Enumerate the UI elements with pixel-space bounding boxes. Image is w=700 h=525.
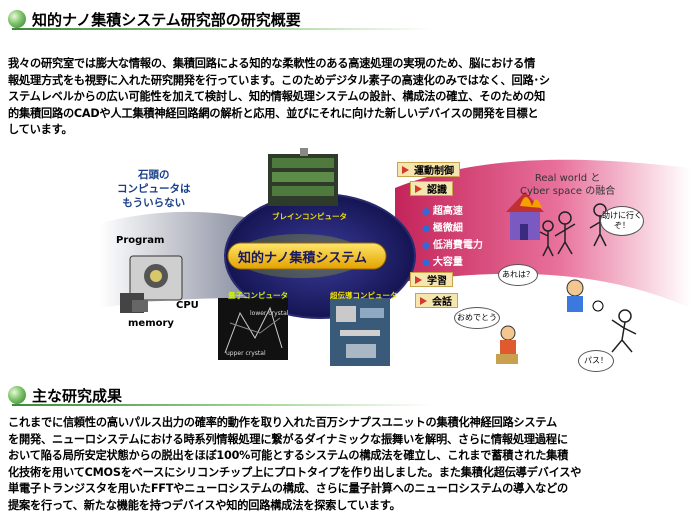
paragraph-line: 我々の研究室では膨大な情報の、集積回路による知的な柔軟性のある高速処理の実現のた… [8, 57, 536, 70]
heading-rule [12, 28, 432, 30]
omedetou-speech-bubble: おめでとう [454, 307, 500, 329]
heading-rule [12, 404, 432, 406]
lower-crystal-label: lower crystal [250, 310, 289, 317]
section-heading-overview: 知的ナノ集積システム研究部の研究概要 [8, 6, 432, 32]
central-pill [227, 242, 387, 270]
feature-item: 大容量 [422, 253, 463, 268]
cpu-chip-image [120, 255, 183, 313]
feature-item: 超高速 [422, 202, 463, 217]
paragraph-line: これまでに信頼性の高いパルス出力の確率的動作を取り入れた百万シナプスユニットの集… [8, 416, 558, 429]
paragraph-line: 単電子トランジスタを用いたFFTやニューロシステムの構成、さらに量子計算へのニュ… [8, 482, 569, 495]
program-label: Program [116, 235, 165, 246]
tag-recognition: 認識 [410, 181, 453, 196]
feature-item: 低消費電力 [422, 236, 483, 251]
paragraph-line: ステムレベルからの広い可能性を加えて検討し、知的情報処理システムの設計、構成法の… [8, 90, 546, 103]
kid-figures [496, 279, 604, 364]
results-paragraph: これまでに信頼性の高いパルス出力の確率的動作を取り入れた百万シナプスユニットの集… [8, 415, 694, 514]
cpu-label: CPU [176, 300, 199, 311]
superconductor-computer-label: 超伝導コンピュータ [330, 291, 398, 300]
quantum-crystal-image [218, 298, 288, 360]
tag-conversation: 会話 [415, 293, 458, 308]
central-title: 知的ナノ集積システム [238, 251, 367, 266]
tag-learning: 学習 [410, 272, 453, 287]
superconductor-chip-image [330, 298, 390, 366]
paragraph-line: を開発、ニューロシステムにおける時系列情報処理に繋がるダイナミックな振舞いを解明… [8, 432, 568, 446]
tag-motion-control: 運動制御 [397, 162, 460, 177]
help-speech-bubble: 助けに行くぞ！ [600, 206, 644, 236]
real-world-label: Real world と Cyber space の融合 [520, 173, 616, 197]
section-title: 主な研究成果 [32, 386, 123, 405]
overview-paragraph: 我々の研究室では膨大な情報の、集積回路による知的な柔軟性のある高速処理の実現のた… [8, 56, 694, 139]
bullet-ball-icon [8, 386, 26, 404]
paragraph-line: おいて陥る局所安定状態からの脱出をほぼ100%可能とするシステムの構成法を確立し… [8, 449, 569, 462]
paragraph-line: 提案を行って、新たな機能を持つデバイスや知的回路構成法を探索しています。 [8, 498, 401, 512]
memory-label: memory [128, 318, 174, 329]
burning-house-illustration [506, 192, 544, 240]
figure-graphics [100, 148, 690, 366]
paragraph-line: 的集積回路のCADや人工集積神経回路網の解析と応用、並びにそれに向けた新しいデバ… [8, 106, 539, 120]
stone-head-label: 石頭の コンピュータは もういらない [117, 169, 191, 209]
bullet-ball-icon [8, 10, 26, 28]
paragraph-line: 化技術を用いてCMOSをベースにシリコンチップ上にプロトタイプを作り出しました。… [8, 465, 582, 479]
pass-speech-bubble: パス！ [578, 350, 614, 372]
upper-crystal-label: upper crystal [226, 350, 266, 357]
brain-computer-label: ブレインコンピュータ [272, 212, 347, 221]
section-heading-results: 主な研究成果 [8, 382, 432, 408]
feature-item: 極微細 [422, 219, 463, 234]
section-title: 知的ナノ集積システム研究部の研究概要 [32, 10, 301, 29]
circuit-board-image [268, 148, 338, 206]
are-speech-bubble: あれは？ [498, 264, 538, 286]
paragraph-line: 報処理方式をも視野に入れた研究開発を行っています。このためデジタル素子の高速化の… [8, 73, 550, 87]
research-concept-figure: 石頭の コンピュータは もういらない Program CPU memory ブレ… [0, 148, 700, 378]
paragraph-line: しています。 [8, 123, 73, 136]
quantum-computer-label: 量子コンピュータ [228, 291, 288, 300]
